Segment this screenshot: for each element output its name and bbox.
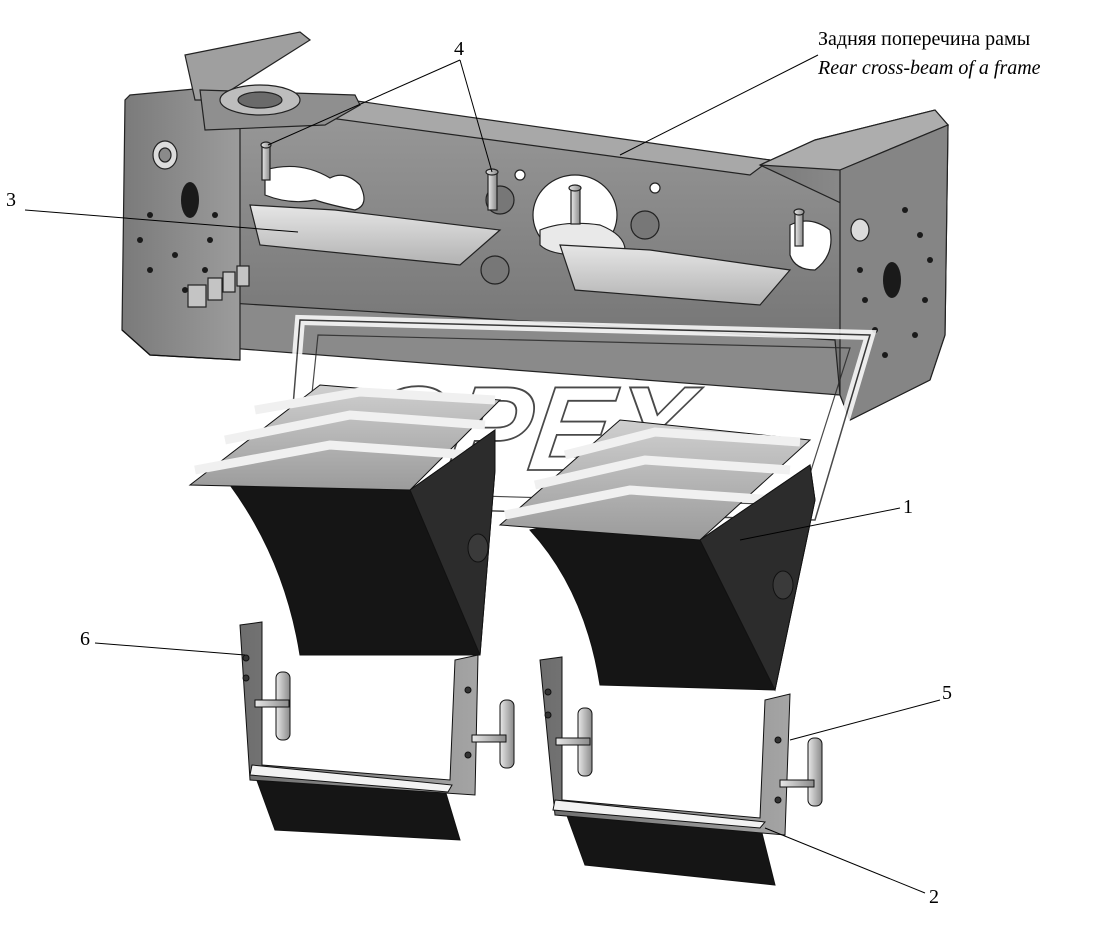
right-nut <box>850 218 870 242</box>
left-top-bracket <box>184 31 312 101</box>
callout-3: 3 <box>6 189 16 211</box>
title-russian: Задняя поперечина рамы <box>818 28 1030 50</box>
bumper-left <box>188 384 502 656</box>
support-bar-right <box>559 244 792 306</box>
title-english: Rear cross-beam of a frame <box>817 57 1041 79</box>
callout-5: 5 <box>942 682 952 704</box>
callout-1: 1 <box>903 496 913 518</box>
pin-left-a <box>254 671 291 741</box>
callout-4: 4 <box>454 38 464 60</box>
left-nut <box>152 140 178 170</box>
left-end-plate-edge <box>121 329 241 361</box>
callout-6: 6 <box>80 628 90 650</box>
pin-right-b <box>779 737 823 807</box>
bracket-left <box>239 621 515 841</box>
callout-2: 2 <box>929 886 939 908</box>
pin-right-a <box>555 707 593 777</box>
bracket-right <box>539 656 823 886</box>
leader-lines <box>24 54 941 894</box>
bolts <box>260 141 805 247</box>
support-bar-left <box>249 204 502 266</box>
slot-cutout-left <box>264 165 365 211</box>
right-plate-holes <box>857 207 933 358</box>
nut-row <box>187 265 250 308</box>
pin-left-b <box>471 699 515 769</box>
bumper-right <box>498 419 816 692</box>
left-plate-holes <box>137 182 218 293</box>
